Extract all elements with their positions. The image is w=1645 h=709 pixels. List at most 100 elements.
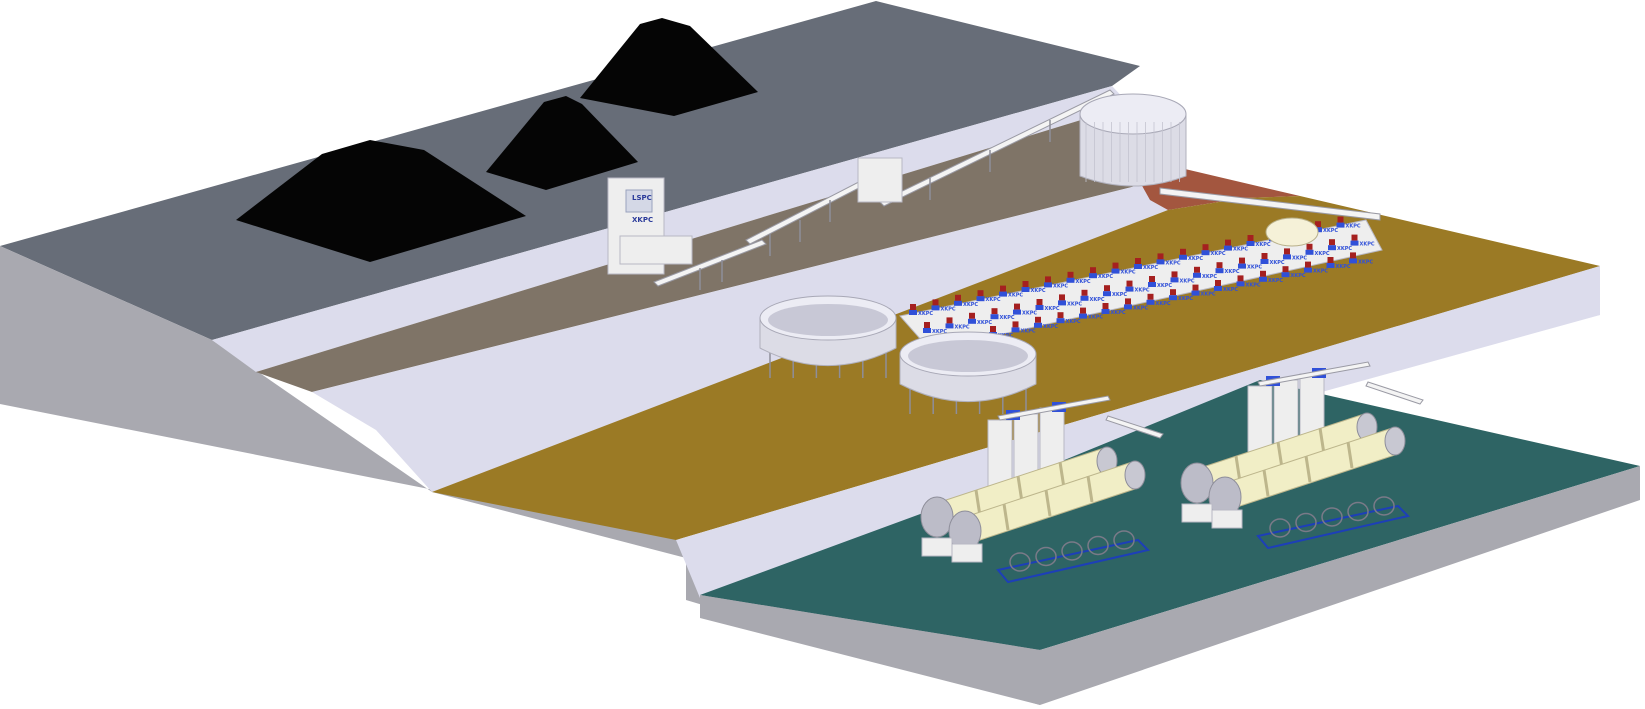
- kiln-ring: [1346, 441, 1354, 469]
- cell-motor: [1000, 285, 1006, 292]
- cell-tag: XKPC: [1111, 310, 1126, 316]
- cell-body: [1021, 287, 1030, 292]
- flotation-cell-icon: XKPC: [1283, 248, 1307, 261]
- cell-body: [1214, 286, 1222, 291]
- cell-tag: XKPC: [1233, 247, 1248, 253]
- flotation-cell-icon: XKPC: [909, 304, 933, 317]
- flotation-area: XKPCXKPCXKPCXKPCXKPCXKPCXKPCXKPCXKPCXKPC…: [899, 187, 1383, 351]
- cell-tag: XKPC: [1360, 242, 1375, 248]
- cell-motor: [1102, 303, 1109, 309]
- flotation-cell-icon: XKPC: [1013, 303, 1037, 317]
- cell-tag: XKPC: [1112, 292, 1127, 298]
- cell-body: [1034, 322, 1042, 328]
- cell-tag: XKPC: [1202, 274, 1217, 280]
- conveyor-icon: [1257, 361, 1371, 387]
- kiln-ring: [1276, 441, 1284, 469]
- cell-motor: [1305, 261, 1311, 268]
- thickener-tank-icon: [759, 295, 897, 378]
- cell-motor: [1059, 294, 1065, 301]
- cell-motor: [1327, 257, 1334, 263]
- kiln-ring: [974, 489, 982, 517]
- filter-rack-icon: [996, 530, 1150, 584]
- cell-tag: XKPC: [1201, 292, 1216, 298]
- flotation-cell-icon: XKPC: [1058, 294, 1082, 307]
- cell-tag: XKPC: [1022, 311, 1037, 317]
- cell-tag: XKPC: [1178, 296, 1193, 302]
- flotation-cell-icon: XKPC: [968, 312, 992, 326]
- cell-motor: [1247, 235, 1254, 241]
- kiln-pedestal: [1211, 509, 1243, 529]
- flotation-cell-icon: XKPC: [1111, 262, 1136, 276]
- cell-body: [1350, 240, 1359, 246]
- cell-motor: [977, 290, 984, 297]
- cell-tag: XKPC: [1076, 279, 1091, 285]
- cell-motor: [1261, 253, 1268, 259]
- kiln-ring: [1262, 469, 1270, 497]
- cell-motor: [1329, 239, 1335, 246]
- flotation-cell-icon: XKPC: [1044, 276, 1068, 289]
- crushing-station: LSPC XKPC: [607, 89, 1115, 290]
- crusher-panel: [625, 189, 653, 213]
- cell-motor: [969, 312, 975, 319]
- stockpile-icon: [580, 18, 758, 116]
- flotation-cell-icon: XKPC: [954, 294, 978, 308]
- crusher-base: [619, 235, 693, 265]
- cell-body: [1044, 282, 1052, 288]
- cell-tag: XKPC: [1053, 283, 1068, 289]
- thickener-inner: [768, 304, 888, 336]
- cell-tag: XKPC: [1166, 260, 1181, 266]
- cell-body: [945, 323, 954, 329]
- cell-body: [1066, 277, 1075, 283]
- filter-drum: [1347, 501, 1369, 522]
- cell-tag: XKPC: [1313, 269, 1328, 275]
- cell-tag: XKPC: [1346, 224, 1361, 230]
- cell-body: [1224, 245, 1232, 251]
- flotation-cell-icon: XKPC: [1260, 253, 1285, 266]
- cell-motor: [1180, 248, 1186, 255]
- kiln-line-right: [1180, 361, 1424, 550]
- flotation-cell-icon: XKPC: [1236, 275, 1261, 288]
- flotation-cell-icon: XKPC: [1281, 266, 1306, 279]
- rotary-kiln-icon: [1180, 412, 1378, 504]
- cell-motor: [1147, 293, 1154, 300]
- screen-house: [857, 157, 903, 203]
- stockpile-icon: [486, 96, 638, 190]
- flotation-cell-icon: XKPC: [1246, 235, 1271, 248]
- cell-tag: XKPC: [1090, 297, 1105, 303]
- flotation-cell-icon: XKPC: [1328, 239, 1352, 252]
- cell-motor: [946, 317, 953, 324]
- cell-body: [1281, 272, 1290, 278]
- flotation-cell-icon: XKPC: [1201, 244, 1226, 257]
- cell-tag: XKPC: [1098, 274, 1113, 280]
- cell-body: [909, 310, 917, 315]
- conveyor-icon: [653, 239, 767, 287]
- cell-motor: [932, 299, 939, 306]
- cell-tag: XKPC: [918, 311, 933, 317]
- cell-tag: XKPC: [1031, 288, 1046, 294]
- cell-body: [1146, 299, 1155, 305]
- cell-tag: XKPC: [932, 329, 947, 335]
- cell-motor: [1192, 284, 1199, 291]
- kiln-end-cap: [1124, 460, 1146, 490]
- kiln-pedestal: [921, 537, 953, 557]
- cell-tag: XKPC: [1323, 228, 1338, 234]
- cell-body: [1056, 318, 1065, 324]
- flotation-cell-icon: XKPC: [1326, 257, 1351, 270]
- cell-body: [1304, 267, 1312, 273]
- flotation-cell-icon: XKPC: [1066, 271, 1091, 285]
- filter-rack-icon: [1256, 496, 1410, 550]
- cell-body: [976, 296, 985, 302]
- cell-body: [1326, 263, 1335, 268]
- cell-body: [1336, 222, 1345, 228]
- kiln-ring: [1044, 489, 1052, 517]
- flotation-cell-icon: XKPC: [1349, 252, 1373, 265]
- cell-motor: [1315, 221, 1321, 228]
- kiln-ring: [1304, 455, 1312, 483]
- flotation-cell-icon: XKPC: [1124, 298, 1148, 311]
- cell-tag: XKPC: [1066, 319, 1081, 325]
- cell-motor: [1171, 271, 1178, 278]
- cell-tag: XKPC: [963, 302, 978, 308]
- cell-tag: XKPC: [1143, 265, 1158, 271]
- cell-motor: [1135, 258, 1141, 264]
- cell-body: [1103, 291, 1111, 297]
